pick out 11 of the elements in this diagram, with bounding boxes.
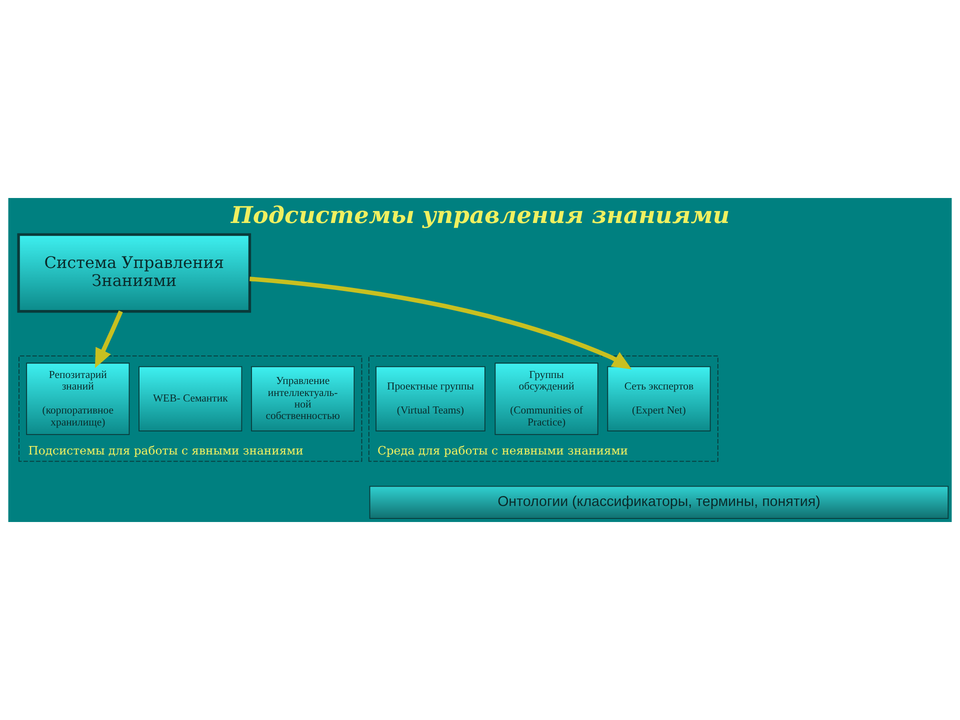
node-box: Онтологии (классификаторы, термины, понятия) <box>369 486 949 519</box>
node-box: Система Управления Знаниями <box>17 233 252 313</box>
arrow <box>94 310 123 368</box>
diagram-title: Подсистемы управления знаниями <box>230 202 730 229</box>
node-box: Проектные группы (Virtual Teams) <box>376 366 486 432</box>
node-box: Группы обсуждений (Communities of Practice) <box>494 362 598 435</box>
node-box: Репозитарий знаний (корпоративное хранилище) <box>26 362 130 435</box>
node-box: Сеть экспертов (Expert Net) <box>607 366 711 432</box>
arrow <box>250 276 632 370</box>
node-box: Управление интеллектуаль- ной собственностью <box>251 366 355 432</box>
node-box: WEB- Семантик <box>138 366 242 432</box>
